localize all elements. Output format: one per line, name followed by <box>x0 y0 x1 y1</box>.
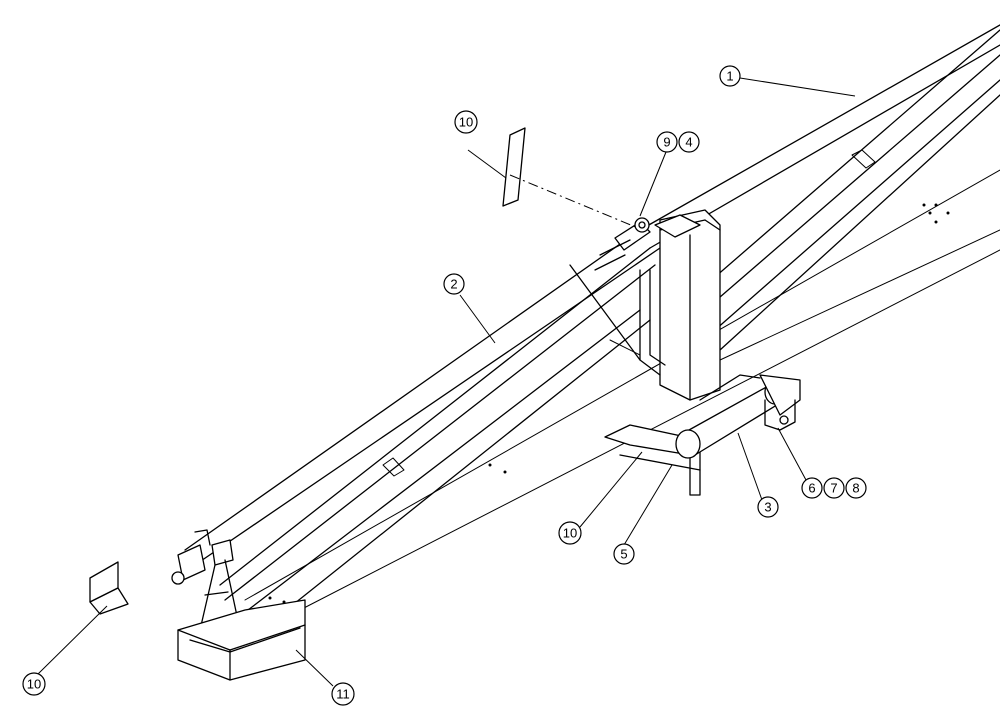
callout-5-circle <box>613 543 635 565</box>
boom-section-1 <box>639 24 1000 351</box>
callout-7: 7 <box>823 477 845 499</box>
roller-assembly <box>604 374 801 496</box>
callout-5: 5 <box>613 543 635 565</box>
callout-9-circle <box>656 131 678 153</box>
callout-9: 9 <box>656 131 678 153</box>
mast-post <box>639 209 721 401</box>
callout-3-label: 3 <box>764 500 771 515</box>
callout-10-lower: 10 <box>22 672 46 696</box>
mount-hole-dots <box>488 203 950 474</box>
callout-1-label: 1 <box>726 69 733 84</box>
boom-section-2 <box>184 229 661 636</box>
base-block <box>177 596 306 681</box>
callout-4-circle <box>678 131 700 153</box>
callout-10-upper-label: 10 <box>459 115 473 130</box>
callout-8-label: 8 <box>852 481 859 496</box>
callout-10-upper-circle <box>454 110 478 134</box>
pivot-pin <box>594 217 651 271</box>
callout-10-lower-label: 10 <box>27 677 41 692</box>
callout-3-circle <box>757 496 779 518</box>
callout-11-label: 11 <box>336 687 350 702</box>
callout-6: 6 <box>801 477 823 499</box>
callout-8: 8 <box>845 477 867 499</box>
leader-lines <box>37 77 856 687</box>
callout-9-label: 9 <box>663 135 670 150</box>
callout-2-label: 2 <box>450 277 457 292</box>
callout-4-label: 4 <box>685 135 692 150</box>
callout-8-circle <box>845 477 867 499</box>
decal-upper <box>502 127 526 207</box>
decal-lower <box>89 561 129 615</box>
callout-1: 1 <box>719 65 741 87</box>
callout-11: 11 <box>331 682 355 706</box>
callout-5-label: 5 <box>620 547 627 562</box>
callout-7-circle <box>823 477 845 499</box>
callout-4: 4 <box>678 131 700 153</box>
callout-2: 2 <box>443 273 465 295</box>
callout-10-lower-circle <box>22 672 46 696</box>
callout-10-middle-circle <box>558 521 582 545</box>
callout-6-label: 6 <box>808 481 815 496</box>
callout-10-upper: 10 <box>454 110 478 134</box>
callout-6-circle <box>801 477 823 499</box>
callout-10-middle: 10 <box>558 521 582 545</box>
callout-7-label: 7 <box>830 481 837 496</box>
callout-11-circle <box>331 682 355 706</box>
decal-placement-line <box>509 174 639 229</box>
callout-3: 3 <box>757 496 779 518</box>
callout-2-circle <box>443 273 465 295</box>
callout-1-circle <box>719 65 741 87</box>
callout-10-middle-label: 10 <box>563 526 577 541</box>
boom-end-left <box>171 529 241 631</box>
